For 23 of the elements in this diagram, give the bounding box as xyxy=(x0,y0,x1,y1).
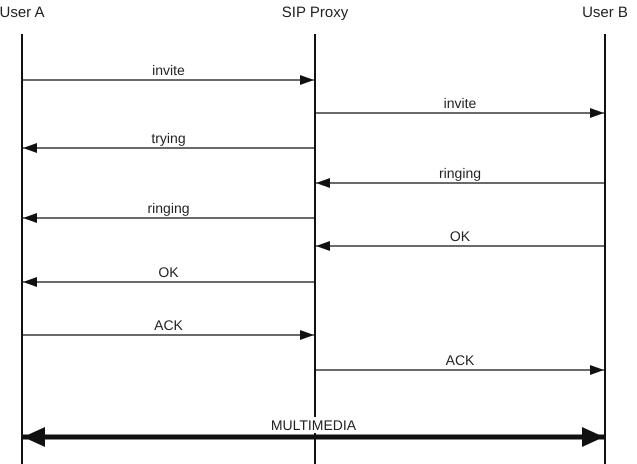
message-arrow xyxy=(23,143,314,153)
message-arrow xyxy=(23,277,314,287)
message-arrow xyxy=(23,75,314,85)
message-label: ringing xyxy=(146,200,191,216)
message-label: invite xyxy=(442,95,478,111)
message-arrow xyxy=(316,241,604,251)
message-arrow xyxy=(23,427,604,447)
message-arrow xyxy=(316,178,604,188)
message-arrow xyxy=(316,365,604,375)
message-arrow xyxy=(316,108,604,118)
participant-label: SIP Proxy xyxy=(282,4,348,21)
message-label: trying xyxy=(150,130,187,146)
participant-label: User B xyxy=(582,4,628,21)
message-label: MULTIMEDIA xyxy=(270,417,358,433)
message-label: ACK xyxy=(444,352,476,368)
message-arrow xyxy=(23,213,314,223)
message-label: ringing xyxy=(438,165,482,181)
message-label: ACK xyxy=(153,317,184,333)
message-arrow xyxy=(23,330,314,340)
message-label: OK xyxy=(448,228,472,244)
message-label: OK xyxy=(157,264,180,280)
message-label: invite xyxy=(151,62,186,78)
participant-label: User A xyxy=(0,4,44,21)
